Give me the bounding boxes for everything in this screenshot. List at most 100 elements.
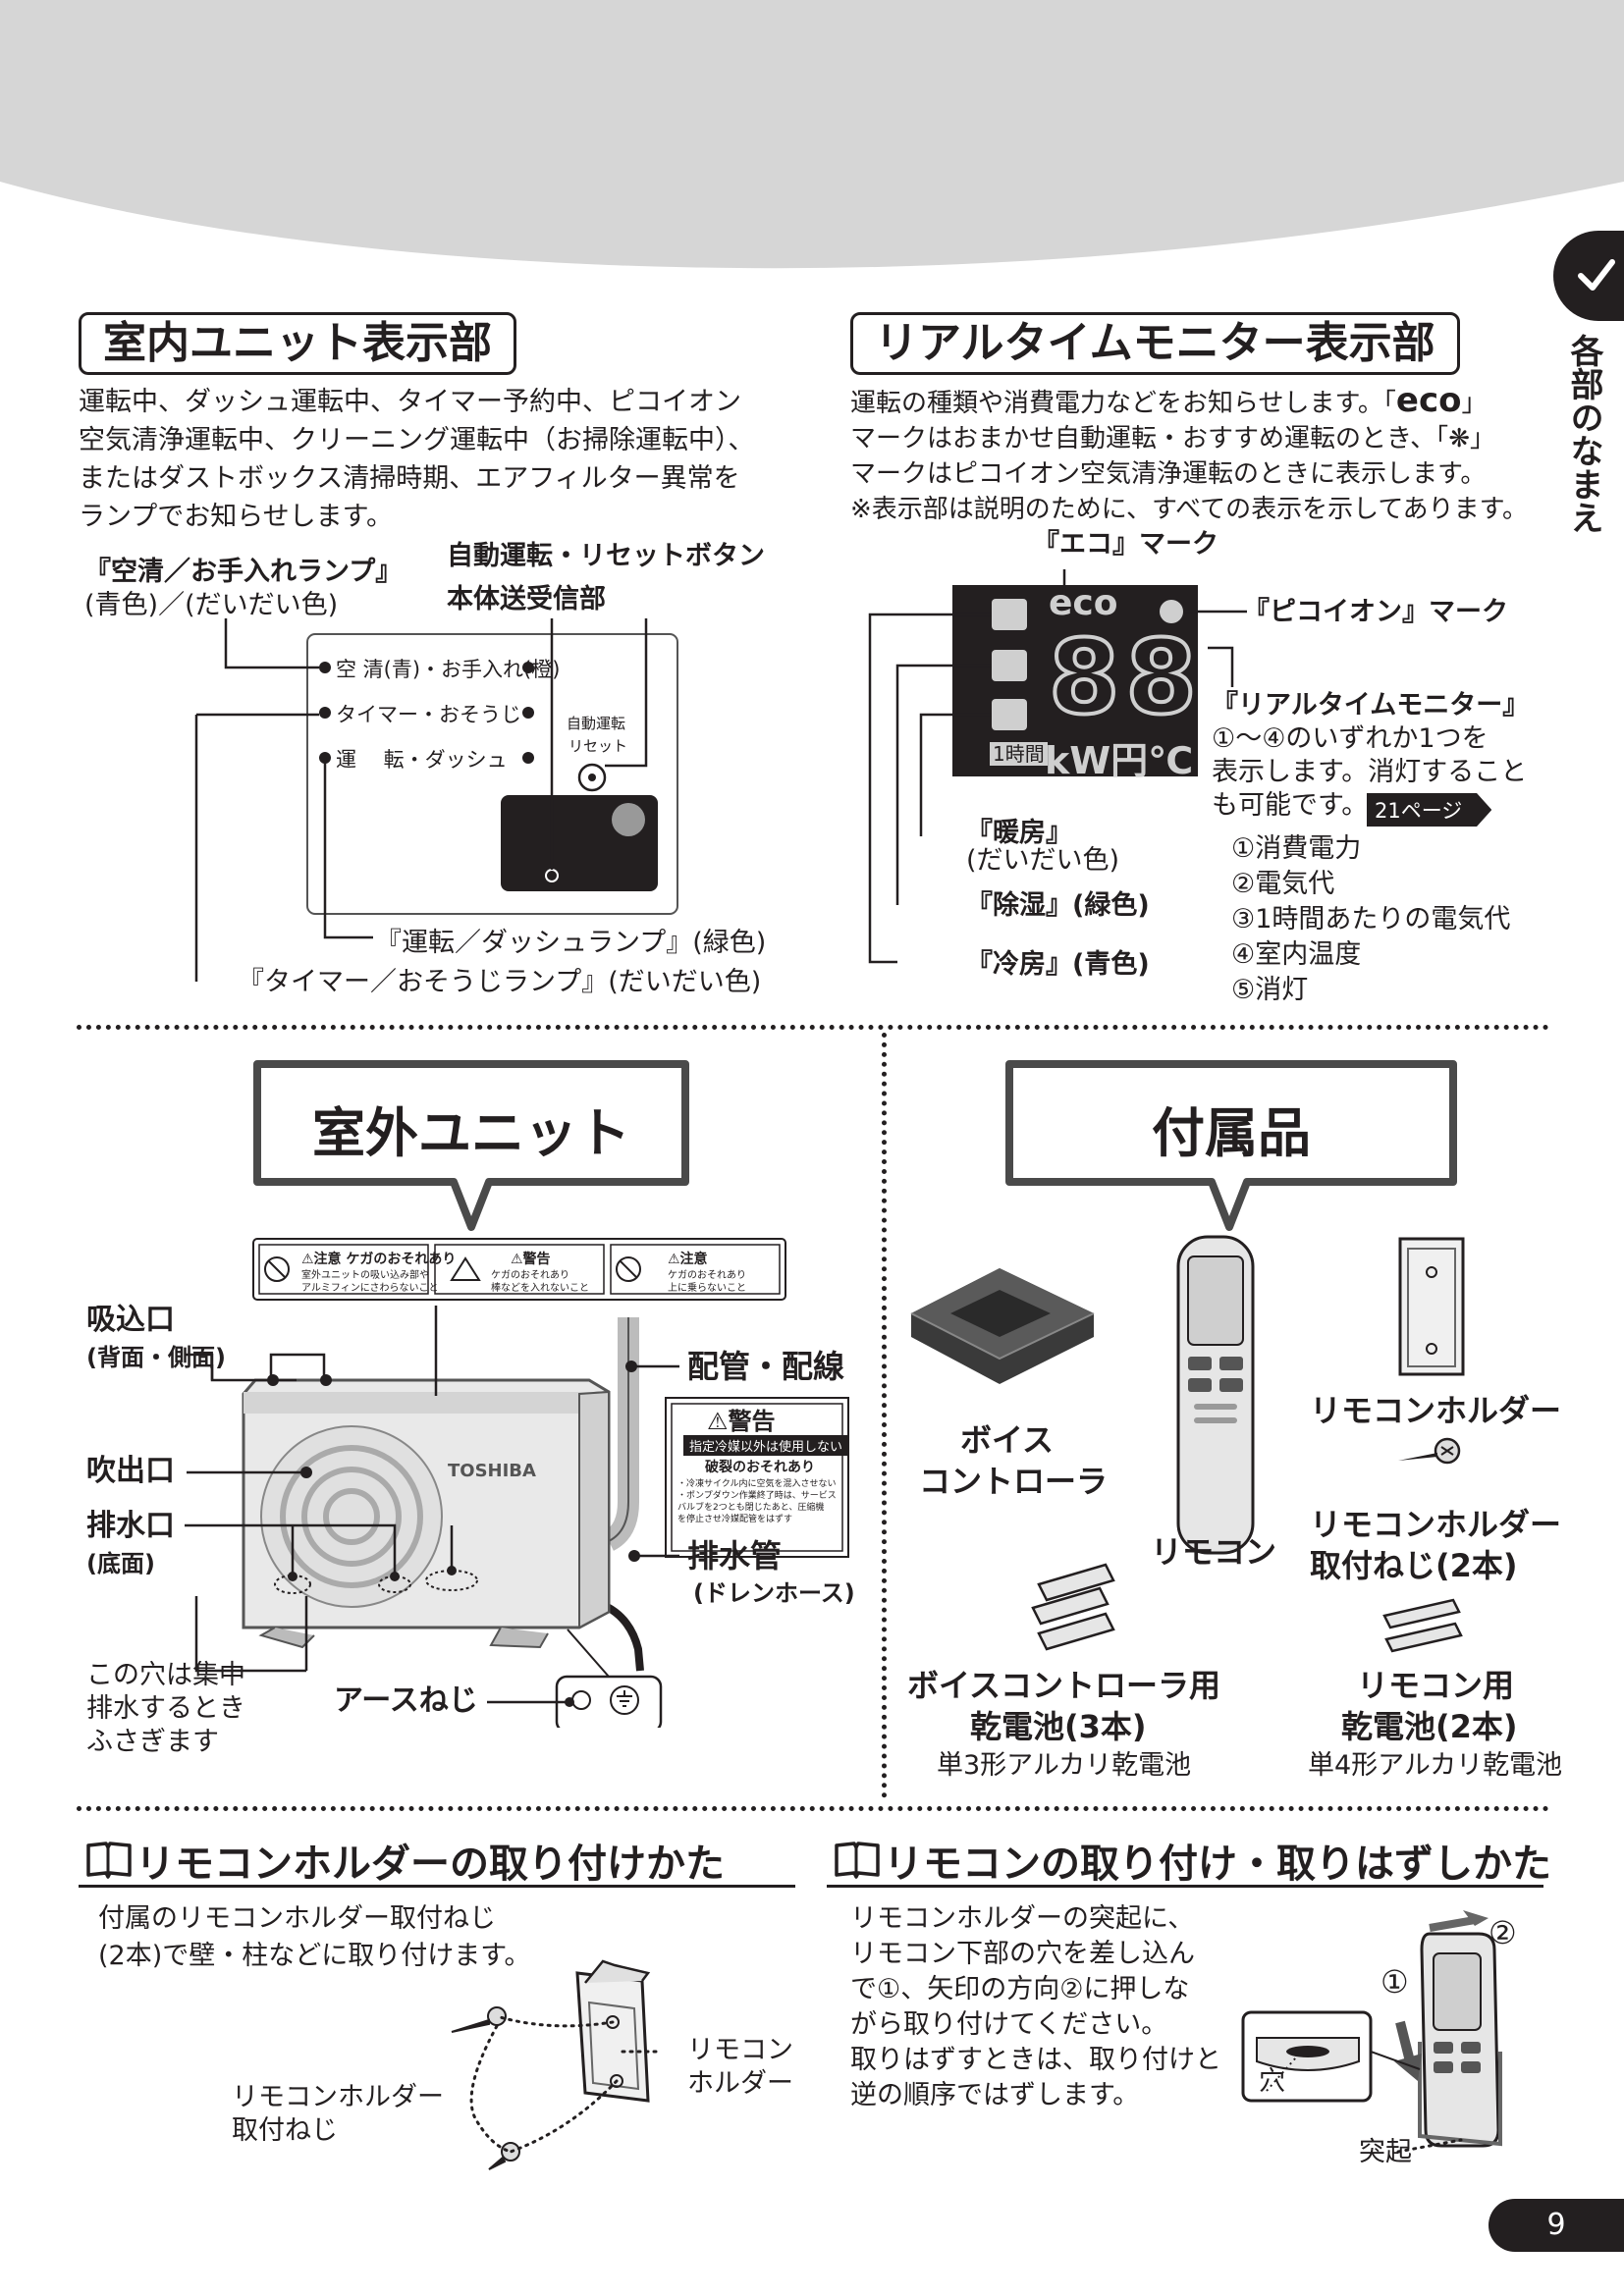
side-tab[interactable]	[1553, 231, 1624, 321]
caution-labels	[252, 1238, 786, 1301]
warn-head: ⚠警告	[707, 1408, 776, 1435]
remote-batt-label-2: 乾電池(2本)	[1341, 1708, 1518, 1745]
remote-image	[1176, 1235, 1255, 1555]
label-auto-button: 自動運転・リセットボタン	[447, 541, 765, 571]
rt-page-link[interactable]: 21ページ	[1367, 793, 1492, 827]
label-receiver: 本体送受信部	[447, 584, 606, 614]
holder-screw-label-2: 取付ねじ	[232, 2115, 338, 2146]
panel-row3: 運 転・ダッシュ	[336, 748, 508, 772]
outdoor-title: 室外ユニット	[312, 1102, 630, 1164]
label-heat: 『暖房』	[966, 818, 1072, 848]
monitor-diagram	[868, 569, 1247, 964]
step1-label: ①	[1380, 1963, 1409, 2001]
brand-label: TOSHIBA	[448, 1461, 536, 1481]
caution1-head: ⚠注意 ケガのおそれあり	[301, 1252, 457, 1267]
panel-auto-2: リセット	[568, 737, 628, 755]
aaa-batteries-image	[1382, 1598, 1463, 1653]
rt-desc-1: ①～④のいずれか1つを	[1212, 723, 1489, 754]
label-intake-sub: (背面・側面)	[86, 1344, 226, 1371]
side-tab-label: 各部のなまえ	[1564, 334, 1603, 534]
label-drain: 排水口	[86, 1509, 175, 1543]
label-run-lamp: 『運転／ダッシュランプ』(緑色)	[375, 928, 767, 958]
outdoor-unit-illustration	[185, 1306, 849, 1728]
hole-note-2: 排水するとき	[86, 1693, 245, 1724]
holder-install-underline	[79, 1885, 795, 1888]
divider-top	[77, 1025, 1549, 1030]
caution2-body-1: ケガのおそれあり	[491, 1270, 569, 1281]
remote-text-5: 取りはずすときは、取り付けと	[850, 2045, 1221, 2075]
label-eco: 『エコ』マーク	[1033, 529, 1218, 560]
label-drain-sub: (底面)	[86, 1550, 155, 1577]
remote-holder-image	[1398, 1237, 1465, 1376]
holder-screw-label-1: リモコンホルダー	[232, 2082, 444, 2112]
panel-row2: タイマー・おそうじ	[336, 703, 521, 726]
indoor-panel-diagram	[194, 618, 678, 982]
screws-label-2: 取付ねじ(2本)	[1310, 1547, 1518, 1584]
label-rt: 『リアルタイムモニター』	[1212, 690, 1530, 721]
hole-note-1: この穴は集中	[86, 1660, 245, 1690]
header-arc	[0, 0, 1624, 269]
screen-digits: 88	[1047, 617, 1203, 737]
screw-icon	[1398, 1437, 1461, 1465]
caution2-body-2: 棒などを入れないこと	[491, 1283, 589, 1294]
holder-label-2: ホルダー	[687, 2068, 793, 2099]
voice-label-2: コントローラ	[919, 1463, 1109, 1500]
knob-label: 突起	[1359, 2137, 1412, 2167]
screen-hour: 1時間	[990, 742, 1048, 766]
caution3-body-2: 上に乗らないこと	[668, 1283, 746, 1294]
label-dry: 『除湿』(緑色)	[966, 890, 1150, 921]
caution1-body-1: 室外ユニットの吸い込み部や	[301, 1270, 429, 1281]
voice-batt-sub: 単3形アルカリ乾電池	[937, 1750, 1192, 1781]
monitor-description: 運転の種類や消費電力などをお知らせします。「eco」 マークはおまかせ自動運転・…	[850, 383, 1567, 527]
label-cool: 『冷房』(青色)	[966, 949, 1150, 980]
caution2-head: ⚠警告	[511, 1252, 551, 1267]
screen-eco: eco	[1049, 583, 1118, 623]
warn-line2: 破裂のおそれあり	[705, 1460, 815, 1475]
warn-small-3: バルブを2つとも閉じたあと、圧縮機	[677, 1503, 825, 1513]
holder-text-1: 付属のリモコンホルダー取付ねじ	[98, 1903, 496, 1934]
caution3-body-1: ケガのおそれあり	[668, 1270, 746, 1281]
hole-note-3: ふさぎます	[86, 1727, 219, 1757]
caution1-body-2: アルミフィンにさわらないこと	[301, 1283, 439, 1294]
label-hose-sub: (ドレンホース)	[693, 1579, 855, 1607]
label-intake: 吸込口	[86, 1303, 175, 1337]
ion-mark-icon: ❋	[1448, 424, 1470, 454]
book-icon-2	[835, 1842, 880, 1879]
rt-desc-3: も可能です。	[1212, 790, 1369, 821]
option-2: ②電気代	[1231, 869, 1335, 899]
indoor-title: 室内ユニット表示部	[79, 312, 516, 375]
outdoor-callout	[253, 1060, 689, 1231]
label-outlet: 吹出口	[86, 1454, 175, 1488]
voice-controller-image	[910, 1268, 1095, 1384]
label-hose: 排水管	[687, 1537, 783, 1575]
accessories-title: 付属品	[1152, 1102, 1311, 1164]
holder-install-diagram	[451, 1959, 660, 2170]
panel-auto-1: 自動運転	[567, 715, 626, 732]
remote-install-title: リモコンの取り付け・取りはずしかた	[884, 1842, 1551, 1887]
label-heat-color: (だいだい色)	[966, 845, 1120, 876]
screws-label-1: リモコンホルダー	[1310, 1506, 1562, 1543]
label-timer-lamp: 『タイマー／おそうじランプ』(だいだい色)	[238, 967, 762, 997]
warn-small-2: ・ポンプダウン作業終了時は、サービス	[677, 1491, 837, 1501]
label-lamp-clean: 『空清／お手入れランプ』	[84, 557, 403, 587]
label-pipe: 配管・配線	[687, 1348, 845, 1385]
remote-text-3: で①、矢印の方向②に押しな	[850, 1974, 1190, 2004]
option-5: ⑤消灯	[1231, 975, 1309, 1005]
holder-label-1: リモコン	[687, 2035, 793, 2065]
remote-text-1: リモコンホルダーの突起に、	[850, 1903, 1195, 1934]
screen-units: kW円℃	[1045, 739, 1194, 782]
warn-line1: 指定冷媒以外は使用しない	[683, 1435, 849, 1456]
holder-install-title: リモコンホルダーの取り付けかた	[135, 1842, 725, 1887]
remote-batt-sub: 単4形アルカリ乾電池	[1308, 1750, 1563, 1781]
label-ion: 『ピコイオン』マーク	[1243, 597, 1508, 627]
divider-vertical	[882, 1033, 887, 1798]
remote-batt-label-1: リモコン用	[1357, 1667, 1515, 1704]
eco-mark: eco	[1395, 381, 1462, 420]
warn-small-1: ・冷凍サイクル内に空気を混入させない	[677, 1479, 837, 1489]
option-1: ①消費電力	[1231, 833, 1362, 864]
page-number: 9	[1489, 2199, 1624, 2252]
option-4: ④室内温度	[1231, 939, 1362, 970]
remote-text-6: 逆の順序ではずします。	[850, 2080, 1140, 2110]
label-earth: アースねじ	[334, 1683, 478, 1718]
panel-row1: 空 清(青)・お手入れ(橙)	[336, 658, 561, 681]
